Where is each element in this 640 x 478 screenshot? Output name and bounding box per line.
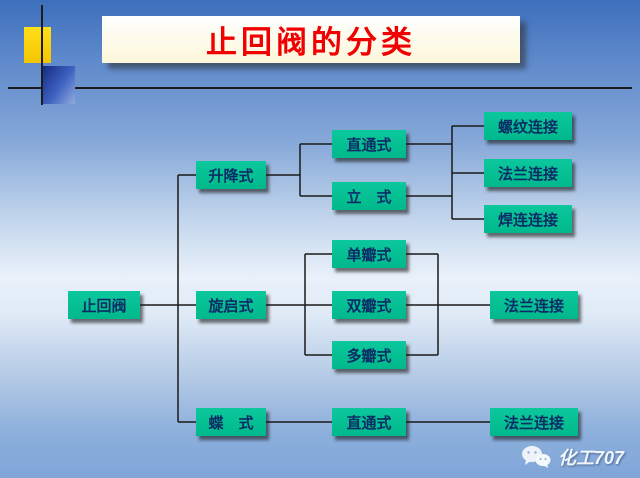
node-butterfly-straight: 直通式 [332, 408, 406, 436]
node-conn-welded: 焊连连接 [484, 205, 572, 233]
wechat-icon [521, 446, 551, 468]
node-lift-straight: 直通式 [332, 130, 406, 158]
node-conn-flange-3: 法兰连接 [490, 408, 578, 436]
node-conn-flange-2: 法兰连接 [490, 291, 578, 319]
decoration-blue-square [42, 66, 75, 104]
node-conn-welded-label: 焊连连接 [497, 211, 558, 229]
node-branch-butterfly: 蝶 式 [196, 408, 266, 436]
node-root: 止回阀 [68, 291, 140, 319]
node-root-label: 止回阀 [81, 297, 127, 315]
connector-path [140, 125, 490, 423]
node-swing-double-label: 双瓣式 [346, 297, 392, 315]
node-swing-single-label: 单瓣式 [346, 246, 392, 264]
node-lift-straight-label: 直通式 [346, 136, 392, 154]
node-conn-flange-3-label: 法兰连接 [503, 414, 564, 432]
footer-watermark: 化工707 [521, 444, 624, 470]
node-conn-flange-1-label: 法兰连接 [497, 165, 558, 183]
decoration-vertical-line [41, 5, 43, 105]
node-conn-flange-1: 法兰连接 [484, 159, 572, 187]
node-lift-vertical: 立 式 [332, 182, 406, 210]
node-conn-flange-2-label: 法兰连接 [503, 297, 564, 315]
decoration-yellow-square [24, 27, 51, 63]
title-underline [8, 87, 632, 89]
node-branch-butterfly-label: 蝶 式 [208, 414, 254, 432]
page-title: 止回阀的分类 [206, 25, 416, 60]
node-branch-swing: 旋启式 [196, 291, 266, 319]
node-butterfly-straight-label: 直通式 [346, 414, 392, 432]
node-branch-lift: 升降式 [196, 161, 266, 189]
node-swing-multi-label: 多瓣式 [346, 347, 392, 365]
brand-text: 化工707 [557, 448, 624, 468]
node-branch-lift-label: 升降式 [208, 167, 254, 185]
node-conn-threaded: 螺纹连接 [484, 112, 572, 140]
node-lift-vertical-label: 立 式 [346, 188, 392, 206]
node-conn-threaded-label: 螺纹连接 [497, 118, 558, 136]
node-swing-single: 单瓣式 [332, 240, 406, 268]
node-swing-multi: 多瓣式 [332, 341, 406, 369]
node-branch-swing-label: 旋启式 [208, 297, 254, 315]
node-swing-double: 双瓣式 [332, 291, 406, 319]
title-banner: 止回阀的分类 [102, 16, 520, 63]
